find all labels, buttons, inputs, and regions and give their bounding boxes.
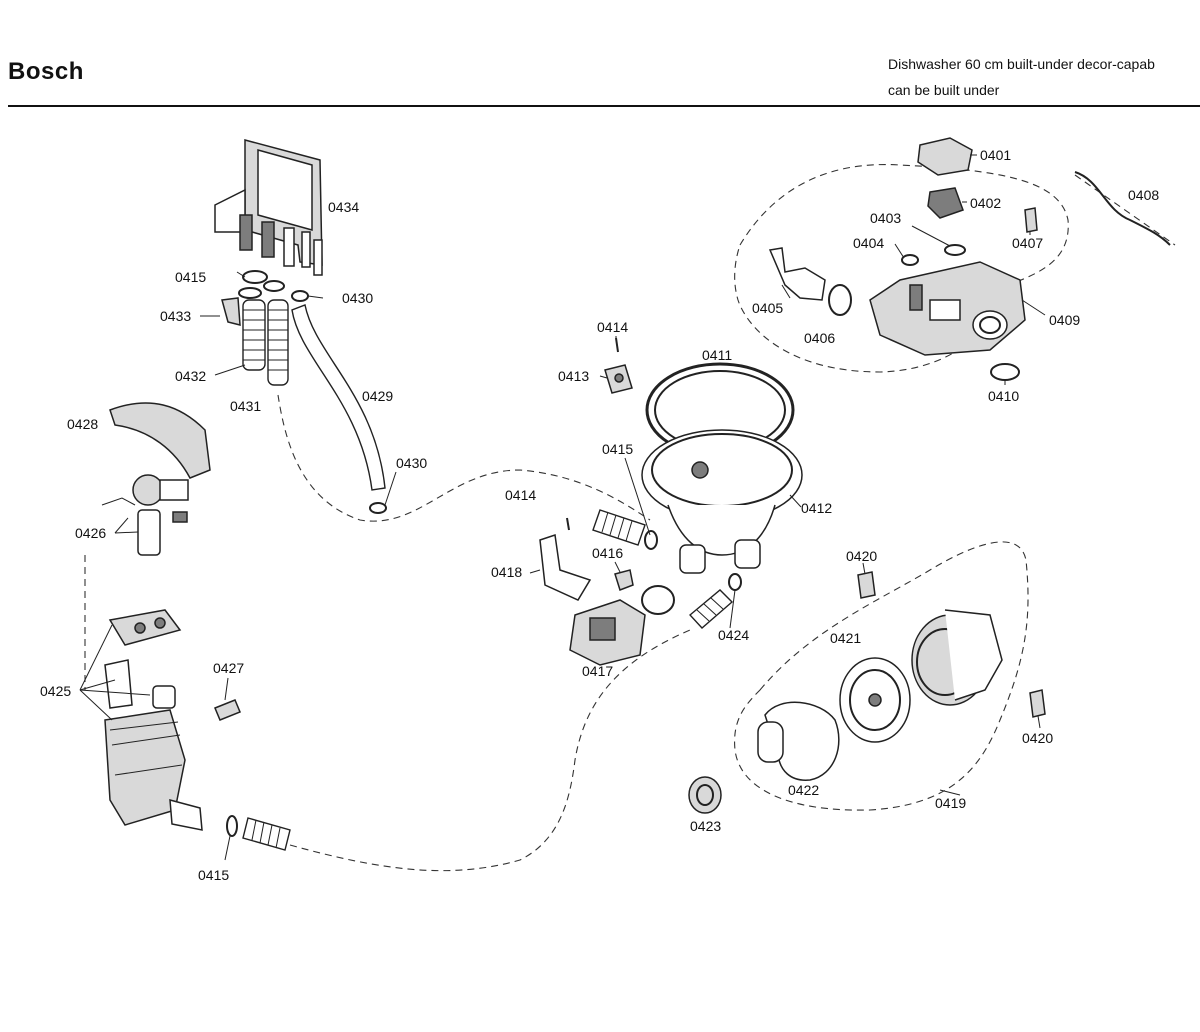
- part-0407-clip: [1024, 207, 1038, 233]
- part-0423-ring-center: [641, 585, 675, 615]
- label-0418: 0418: [491, 564, 522, 580]
- part-0414-screw-mid: [566, 517, 570, 531]
- label-0409: 0409: [1049, 312, 1080, 328]
- part-0404-seal: [901, 254, 919, 266]
- hose-route-lower: [289, 629, 691, 872]
- part-0433-bracket: [221, 297, 241, 326]
- label-0428: 0428: [67, 416, 98, 432]
- part-0409-heater-assembly: [869, 261, 1026, 356]
- part-0422-pump-volute: [757, 701, 840, 781]
- label-0419: 0419: [935, 795, 966, 811]
- label-0415-top: 0415: [175, 269, 206, 285]
- label-0425: 0425: [40, 683, 71, 699]
- label-0420-right: 0420: [1022, 730, 1053, 746]
- part-0421-impeller-housing: [839, 657, 911, 743]
- label-0412: 0412: [801, 500, 832, 516]
- model-description: Dishwasher 60 cm built-under decor-capab…: [888, 51, 1155, 103]
- part-0413-bracket: [604, 364, 633, 394]
- part-0415-hose-center: [592, 509, 658, 550]
- label-0402: 0402: [970, 195, 1001, 211]
- part-0408-cable: [1074, 171, 1171, 246]
- part-0431-corrugated-hose: [267, 299, 289, 386]
- part-0401-cover: [917, 137, 973, 176]
- label-0417: 0417: [582, 663, 613, 679]
- part-0414-screw-top: [615, 337, 619, 353]
- label-0415-center: 0415: [602, 441, 633, 457]
- part-0420-clip-right: [1029, 689, 1046, 718]
- label-0408: 0408: [1128, 187, 1159, 203]
- label-0415-bottom: 0415: [198, 867, 229, 883]
- part-0415-hose-bottom: [226, 815, 291, 851]
- label-0416: 0416: [592, 545, 623, 561]
- label-0426: 0426: [75, 525, 106, 541]
- part-0403-seal: [944, 244, 966, 256]
- part-0416-grommet: [614, 569, 634, 591]
- leader-0408-line: [1074, 174, 1176, 246]
- label-0421: 0421: [830, 630, 861, 646]
- label-0431: 0431: [230, 398, 261, 414]
- part-0410-clamp: [990, 363, 1020, 381]
- label-0432: 0432: [175, 368, 206, 384]
- part-0427-clip: [214, 699, 241, 721]
- part-0434-reservoir: [214, 139, 323, 276]
- label-0434: 0434: [328, 199, 359, 215]
- label-0427: 0427: [213, 660, 244, 676]
- label-0414-mid: 0414: [505, 487, 536, 503]
- group-outline-0419: [734, 541, 1029, 811]
- part-0432-corrugated-hose: [242, 299, 266, 371]
- part-0402-connector: [927, 187, 964, 219]
- label-0420-top: 0420: [846, 548, 877, 564]
- part-0430-clamp-bottom: [369, 502, 387, 514]
- label-0430-top: 0430: [342, 290, 373, 306]
- label-0411: 0411: [702, 347, 732, 363]
- part-0412-sump: [641, 429, 803, 574]
- label-0423: 0423: [690, 818, 721, 834]
- label-0424: 0424: [718, 627, 749, 643]
- label-0429: 0429: [362, 388, 393, 404]
- part-0417-drain-pump: [569, 599, 646, 666]
- label-0433: 0433: [160, 308, 191, 324]
- brand-title: Bosch: [8, 58, 84, 85]
- label-0410: 0410: [988, 388, 1019, 404]
- part-0423-grommet: [688, 776, 722, 814]
- part-0426-level-switch: [101, 474, 189, 556]
- part-0406-ring: [828, 284, 852, 316]
- part-0405-sensor: [768, 247, 826, 301]
- label-0413: 0413: [558, 368, 589, 384]
- model-description-line1: Dishwasher 60 cm built-under decor-capab: [888, 56, 1155, 72]
- part-0420-clip-top: [857, 571, 876, 599]
- label-0430-bottom: 0430: [396, 455, 427, 471]
- part-0429-hose: [291, 304, 386, 491]
- model-description-line2: can be built under: [888, 82, 1000, 98]
- label-0404: 0404: [853, 235, 884, 251]
- part-0428-cover: [109, 402, 211, 479]
- part-0418-bracket: [539, 534, 592, 601]
- part-0419-circulation-motor: [911, 609, 1003, 706]
- callout-labels: 0401 0402 0403 0404 0405 0406 0407 0408 …: [40, 147, 1159, 883]
- leader-lines: [79, 154, 1046, 861]
- label-0403: 0403: [870, 210, 901, 226]
- part-0430-clamp-top: [291, 290, 309, 302]
- label-0406: 0406: [804, 330, 835, 346]
- hose-route-upper: [277, 394, 651, 522]
- label-0401: 0401: [980, 147, 1011, 163]
- label-0414-top: 0414: [597, 319, 628, 335]
- part-0415-rings-top: [238, 270, 285, 299]
- label-0422: 0422: [788, 782, 819, 798]
- label-0405: 0405: [752, 300, 783, 316]
- header-divider: [8, 105, 1200, 107]
- part-0425-water-switch: [104, 609, 203, 831]
- label-0407: 0407: [1012, 235, 1043, 251]
